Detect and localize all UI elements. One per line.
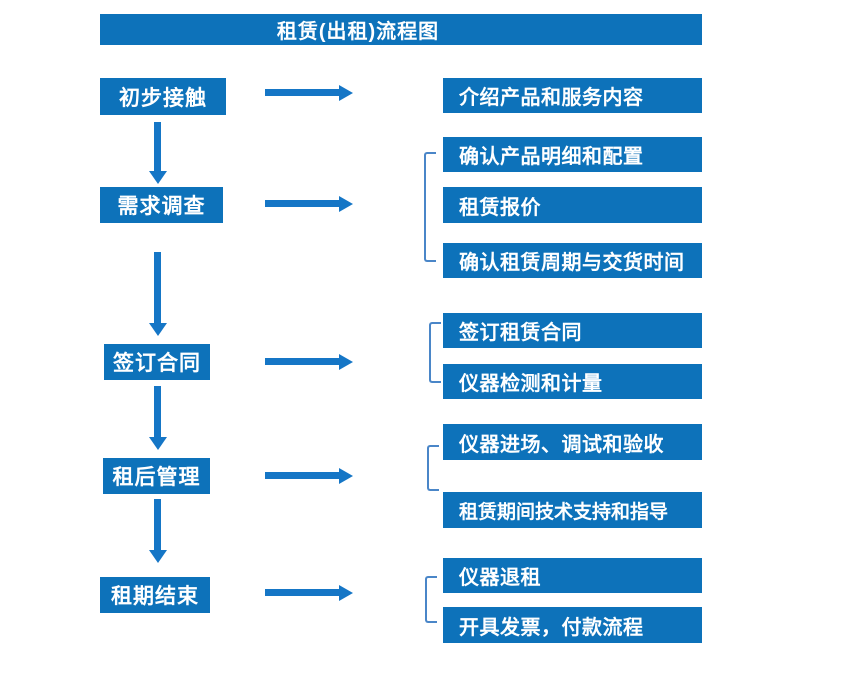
- arrow-shaft: [154, 252, 161, 324]
- bracket-post-rental-management: [427, 445, 439, 491]
- arrow-head: [339, 585, 353, 601]
- arrow-head: [339, 468, 353, 484]
- output-box-sign-rental-contract: 签订租赁合同: [443, 313, 702, 348]
- arrow-head: [339, 354, 353, 370]
- right-arrow-3: [265, 354, 353, 370]
- stage-box-initial-contact: 初步接触: [100, 78, 226, 115]
- output-box-invoice-payment-process: 开具发票，付款流程: [443, 607, 702, 643]
- stage-box-rental-end: 租期结束: [100, 577, 210, 613]
- output-box-confirm-product-details: 确认产品明细和配置: [443, 137, 702, 172]
- down-arrow-1: [149, 122, 167, 184]
- arrow-shaft: [154, 122, 161, 172]
- output-box-technical-support-guidance: 租赁期间技术支持和指导: [443, 492, 702, 528]
- arrow-head: [149, 171, 167, 184]
- output-box-confirm-rental-period-delivery: 确认租赁周期与交货时间: [443, 243, 702, 278]
- output-box-instrument-arrival-debug-acceptance: 仪器进场、调试和验收: [443, 424, 702, 460]
- arrow-head: [339, 85, 353, 101]
- bracket-rental-end: [425, 576, 437, 623]
- right-arrow-1: [265, 85, 353, 101]
- arrow-shaft: [265, 472, 340, 479]
- right-arrow-4: [265, 468, 353, 484]
- down-arrow-3: [149, 386, 167, 450]
- stage-box-demand-survey: 需求调查: [100, 187, 223, 223]
- arrow-shaft: [265, 89, 340, 96]
- arrow-head: [149, 550, 167, 563]
- right-arrow-2: [265, 196, 353, 212]
- title-bar: 租赁(出租)流程图: [100, 14, 702, 45]
- stage-box-post-rental-management: 租后管理: [103, 458, 210, 494]
- arrow-shaft: [265, 200, 340, 207]
- arrow-shaft: [154, 499, 161, 551]
- output-box-rental-quotation: 租赁报价: [443, 187, 702, 223]
- stage-box-sign-contract: 签订合同: [104, 344, 210, 380]
- down-arrow-2: [149, 252, 167, 336]
- right-arrow-5: [265, 585, 353, 601]
- down-arrow-4: [149, 499, 167, 563]
- bracket-sign-contract: [429, 322, 441, 383]
- output-box-instrument-return: 仪器退租: [443, 558, 702, 593]
- arrow-shaft: [265, 589, 340, 596]
- arrow-shaft: [265, 358, 340, 365]
- page-title: 租赁(出租)流程图: [276, 21, 440, 43]
- output-box-instrument-inspection-metering: 仪器检测和计量: [443, 364, 702, 399]
- arrow-head: [339, 196, 353, 212]
- output-box-introduce-products-services: 介绍产品和服务内容: [443, 78, 702, 113]
- arrow-head: [149, 437, 167, 450]
- arrow-shaft: [154, 386, 161, 438]
- bracket-demand-survey: [424, 152, 436, 262]
- arrow-head: [149, 323, 167, 336]
